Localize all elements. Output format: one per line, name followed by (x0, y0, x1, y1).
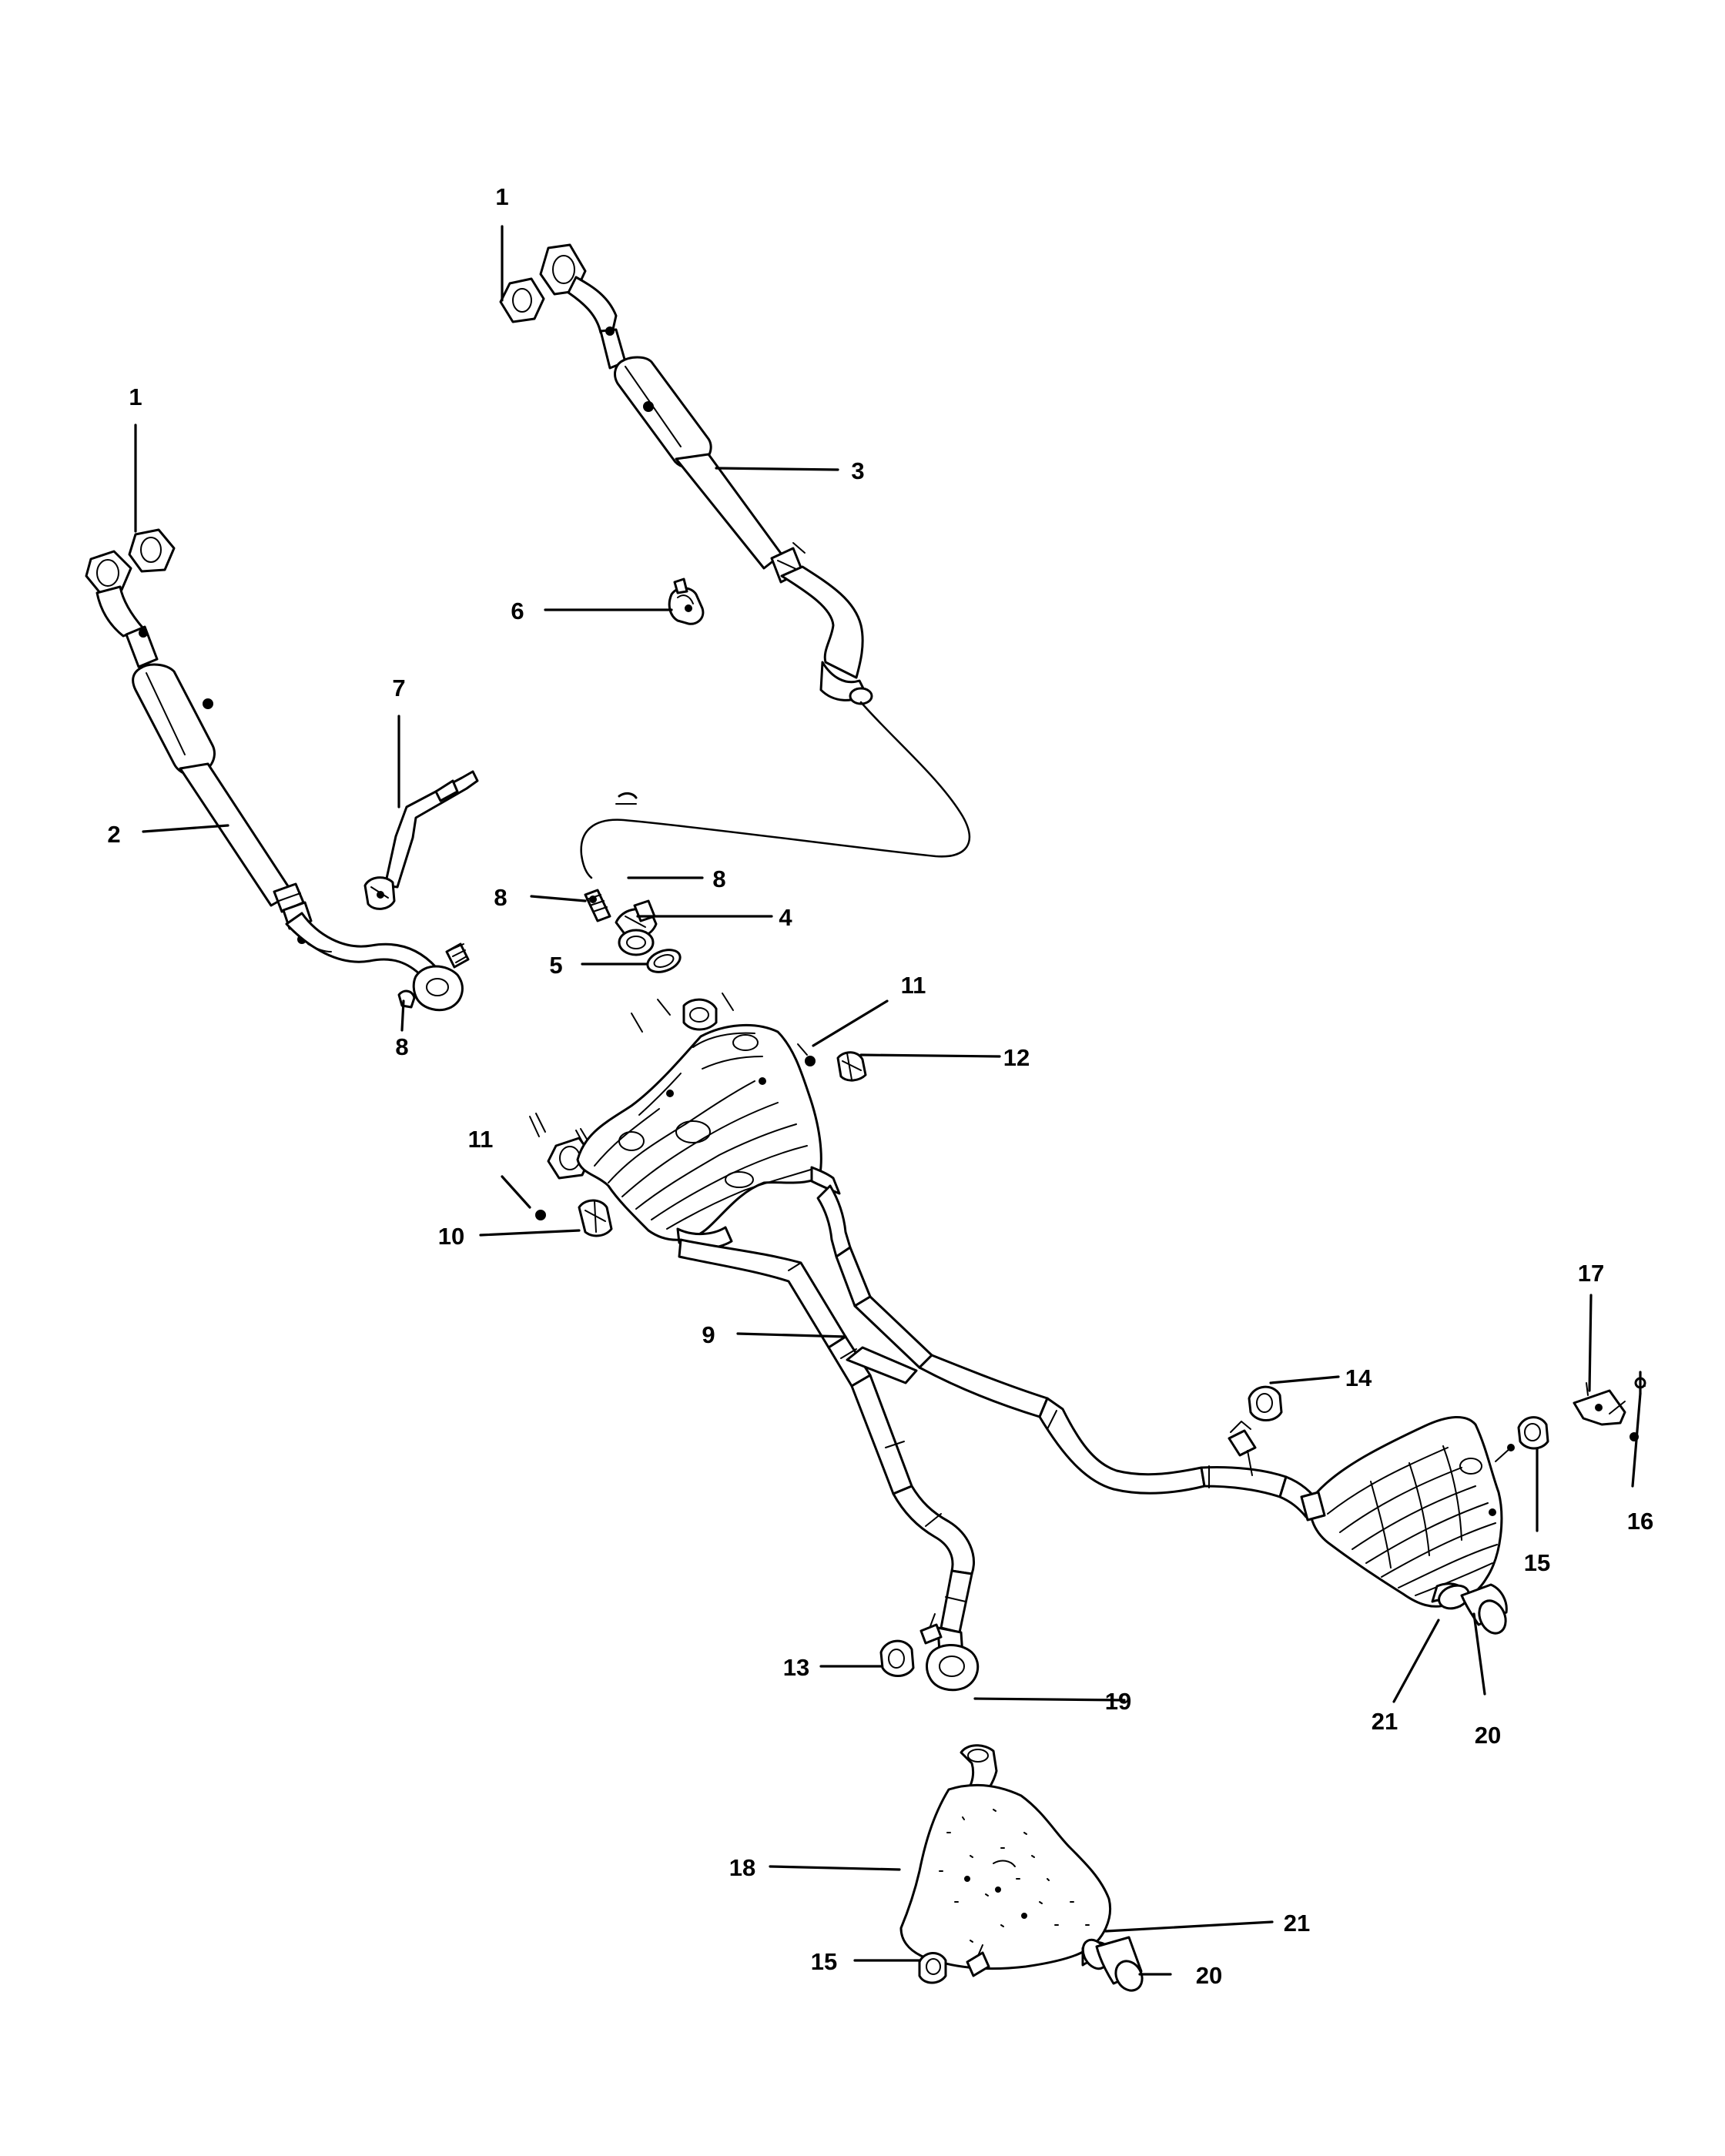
callout-1-top: 1 (495, 183, 508, 210)
callout-1-left: 1 (129, 383, 142, 410)
callout-14: 14 (1345, 1364, 1372, 1391)
callout-5: 5 (549, 952, 562, 979)
muffler-right (1300, 1415, 1515, 1608)
callout-19: 19 (1105, 1688, 1131, 1715)
callout-15-left: 15 (811, 1948, 837, 1975)
hanger-bracket-17 (1573, 1382, 1626, 1426)
spring-bolt-8b (445, 942, 470, 969)
callout-20-right: 20 (1475, 1722, 1501, 1749)
spring-bolt-8a (584, 889, 611, 922)
callout-labels: 1 1 2 3 4 5 6 7 8 8 8 8 9 10 11 11 12 13… (107, 183, 1653, 1989)
callout-12: 12 (1003, 1044, 1030, 1071)
callout-13: 13 (783, 1654, 809, 1681)
muffler-left-18 (899, 1744, 1111, 1977)
callout-4: 4 (779, 904, 792, 931)
exhaust-tip-20-right (1460, 1583, 1508, 1635)
callout-15-right: 15 (1524, 1549, 1550, 1576)
isolator-12 (836, 1051, 867, 1082)
callout-2: 2 (107, 821, 120, 848)
callout-21-right: 21 (1372, 1708, 1398, 1735)
nut-11a (535, 1210, 546, 1220)
spring-bolt-8c (615, 792, 638, 805)
catalytic-converter-pipe-left (85, 550, 464, 1012)
callout-8-mid: 8 (494, 884, 507, 911)
callout-11-right: 11 (901, 972, 926, 999)
callout-18: 18 (729, 1854, 755, 1881)
exhaust-tip-20-left (1095, 1936, 1144, 1992)
isolator-15-left (918, 1952, 947, 1984)
callout-7: 7 (392, 675, 405, 701)
callout-20-left: 20 (1196, 1962, 1222, 1989)
callout-8-left: 8 (395, 1033, 408, 1060)
tip-clamp-21-right (1438, 1584, 1470, 1610)
callout-11-left: 11 (468, 1126, 494, 1153)
spring-bolt-8d (397, 989, 416, 1009)
callout-21-left: 21 (1284, 1910, 1310, 1937)
isolator-bracket-6 (668, 578, 705, 625)
isolator-15-right (1517, 1416, 1549, 1450)
callout-16: 16 (1627, 1508, 1653, 1535)
callout-10: 10 (438, 1223, 464, 1250)
callout-8-top: 8 (712, 865, 725, 892)
callout-3: 3 (851, 457, 864, 484)
stud-11b (797, 1043, 808, 1056)
support-bracket-7 (363, 770, 479, 910)
callout-6: 6 (511, 598, 524, 624)
center-pipe-assembly-9 (529, 993, 1321, 1692)
callout-9: 9 (702, 1321, 715, 1348)
gasket-left (128, 528, 176, 573)
seal-ring-5 (646, 949, 682, 973)
catalytic-converter-pipe-right (539, 243, 873, 705)
leader-lines (134, 225, 1642, 1976)
nut-11b (805, 1056, 816, 1066)
isolator-10 (578, 1199, 613, 1237)
gasket-top (499, 277, 545, 323)
isolator-13 (879, 1639, 915, 1677)
isolator-14 (1248, 1385, 1283, 1421)
callout-17: 17 (1578, 1260, 1604, 1287)
flange-clamp-4 (615, 899, 658, 956)
routing-line (580, 701, 971, 879)
